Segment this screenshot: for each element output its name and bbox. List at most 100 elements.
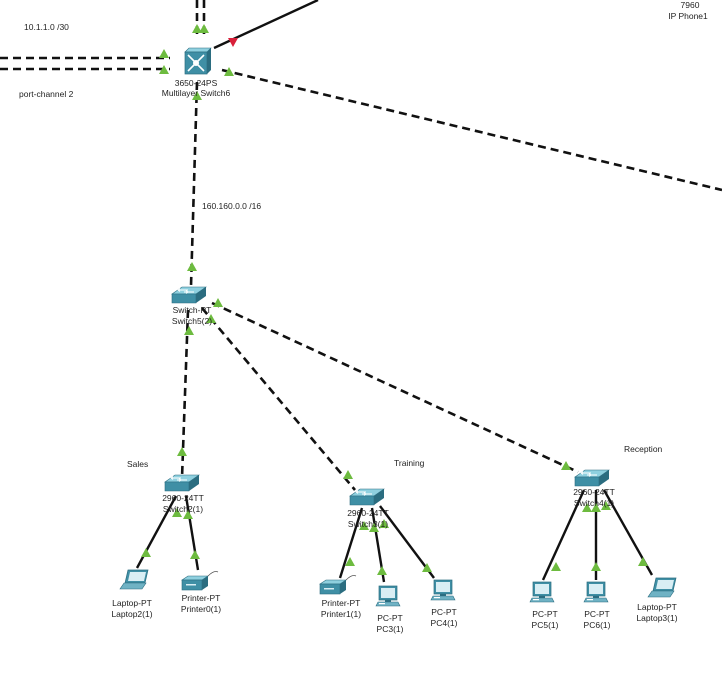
device-multilayer-switch6[interactable]: 3650-24PS Multilayer Switch6	[162, 47, 231, 98]
multilayer-switch-icon	[184, 47, 212, 75]
device-switch4[interactable]: 2960-24TT Switch4(1)	[573, 469, 615, 508]
link-up-indicator	[183, 510, 193, 519]
area-label-reception: Reception	[624, 444, 663, 454]
link-up-indicator	[359, 521, 369, 530]
link-sw5-sw4[interactable]	[211, 301, 579, 474]
device-laptop3[interactable]: Laptop-PT Laptop3(1)	[636, 577, 678, 623]
link-up-indicator	[422, 563, 432, 572]
link-up-indicator	[369, 523, 379, 532]
device-switch5[interactable]: Switch-PT Switch5(2)	[171, 286, 212, 326]
device-name-label: Laptop2(1)	[111, 609, 152, 619]
pc-icon	[375, 585, 401, 607]
device-name-label: Switch4(1)	[574, 498, 614, 508]
area-label-training: Training	[394, 458, 425, 468]
link-sw5-sw3[interactable]	[201, 307, 356, 491]
device-model-label: Laptop-PT	[637, 602, 677, 612]
device-printer1[interactable]: Printer-PT Printer1(1)	[319, 575, 361, 620]
link-up-indicator	[141, 548, 151, 557]
pc-icon	[583, 581, 609, 603]
device-model-label: Printer-PT	[322, 598, 361, 608]
link-up-indicator	[551, 562, 561, 571]
annotation-port-channel: port-channel 2	[19, 89, 74, 99]
link-up-indicator	[159, 49, 169, 58]
device-model-label: 2960-24TT	[347, 508, 389, 518]
device-switch2[interactable]: 2960-24TT Switch2(1)	[162, 474, 204, 514]
device-name-label: Switch5(2)	[172, 316, 212, 326]
device-name-label: PC5(1)	[532, 620, 559, 630]
annotations-layer: 10.1.1.0 /30 port-channel 2 160.160.0.0 …	[19, 22, 663, 469]
device-model-label: PC-PT	[584, 609, 610, 619]
pc-icon	[430, 579, 456, 601]
device-pc5[interactable]: PC-PT PC5(1)	[529, 581, 559, 630]
device-model-label: 3650-24PS	[175, 78, 218, 88]
device-name-label: Printer0(1)	[181, 604, 221, 614]
device-name-label: Laptop3(1)	[636, 613, 677, 623]
link-sw5-sw2[interactable]	[180, 309, 190, 479]
link-up-indicator	[601, 501, 611, 510]
device-name-label: Switch3(1)	[348, 519, 388, 529]
printer-icon	[319, 575, 357, 595]
link-up-indicator	[582, 503, 592, 512]
link-up-indicator	[199, 24, 209, 33]
device-model-label: Laptop-PT	[112, 598, 152, 608]
link-up-indicator	[213, 298, 223, 307]
link-ms6-sw5[interactable]	[189, 81, 199, 287]
link-sw3-pc4[interactable]	[379, 505, 435, 579]
laptop-icon	[647, 577, 677, 598]
link-up-indicator	[177, 447, 187, 456]
device-model-label: Switch-PT	[173, 305, 212, 315]
link-up-indicator	[591, 562, 601, 571]
device-model-label: 2960-24TT	[162, 493, 204, 503]
link-up-indicator	[184, 326, 194, 335]
link-sw4-pc5[interactable]	[541, 489, 586, 581]
link-up-indicator	[192, 24, 202, 33]
device-name-label: IP Phone1	[668, 11, 708, 21]
device-pc4[interactable]: PC-PT PC4(1)	[430, 579, 458, 628]
area-label-sales: Sales	[127, 459, 148, 469]
device-name-label: PC4(1)	[431, 618, 458, 628]
device-pc3[interactable]: PC-PT PC3(1)	[375, 585, 404, 634]
link-ms6-east[interactable]	[221, 68, 722, 192]
device-switch3[interactable]: 2960-24TT Switch3(1)	[347, 488, 389, 529]
device-name-label: Multilayer Switch6	[162, 88, 231, 98]
link-up-indicator	[379, 519, 389, 528]
device-name-label: PC6(1)	[584, 620, 611, 630]
device-name-label: Printer1(1)	[321, 609, 361, 619]
link-up-indicator	[224, 67, 234, 76]
device-pc6[interactable]: PC-PT PC6(1)	[583, 581, 611, 630]
link-up-indicator	[190, 550, 200, 559]
link-up-indicator	[343, 470, 353, 479]
link-up-indicator	[345, 557, 355, 566]
switch-icon	[574, 469, 610, 487]
link-up-indicator	[159, 65, 169, 74]
printer-icon	[181, 571, 219, 591]
device-model-label: PC-PT	[532, 609, 558, 619]
link-up-indicator	[187, 262, 197, 271]
link-up-indicator	[206, 314, 216, 323]
device-model-label: Printer-PT	[182, 593, 221, 603]
switch-icon	[171, 286, 207, 304]
annotation-subnet-mid: 160.160.0.0 /16	[202, 201, 261, 211]
link-up-indicator	[638, 557, 648, 566]
link-up-indicator	[591, 503, 601, 512]
link-up-indicator	[192, 91, 202, 100]
device-model-label: 7960	[681, 0, 700, 10]
link-up-indicator	[172, 508, 182, 517]
device-model-label: PC-PT	[377, 613, 403, 623]
device-model-label: 2960-24TT	[573, 487, 615, 497]
annotation-subnet-top: 10.1.1.0 /30	[24, 22, 69, 32]
link-up-indicator	[561, 461, 571, 470]
link-sw3-printer1[interactable]	[338, 507, 364, 579]
device-name-label: PC3(1)	[377, 624, 404, 634]
link-status-layer	[141, 24, 648, 575]
switch-icon	[349, 488, 385, 506]
link-up-indicator	[377, 566, 387, 575]
device-ip-phone1[interactable]: 7960 IP Phone1	[668, 0, 708, 21]
laptop-icon	[119, 569, 149, 590]
device-printer0[interactable]: Printer-PT Printer0(1)	[181, 571, 221, 615]
device-laptop2[interactable]: Laptop-PT Laptop2(1)	[111, 569, 153, 619]
pc-icon	[529, 581, 555, 603]
switch-icon	[164, 474, 200, 492]
device-model-label: PC-PT	[431, 607, 457, 617]
